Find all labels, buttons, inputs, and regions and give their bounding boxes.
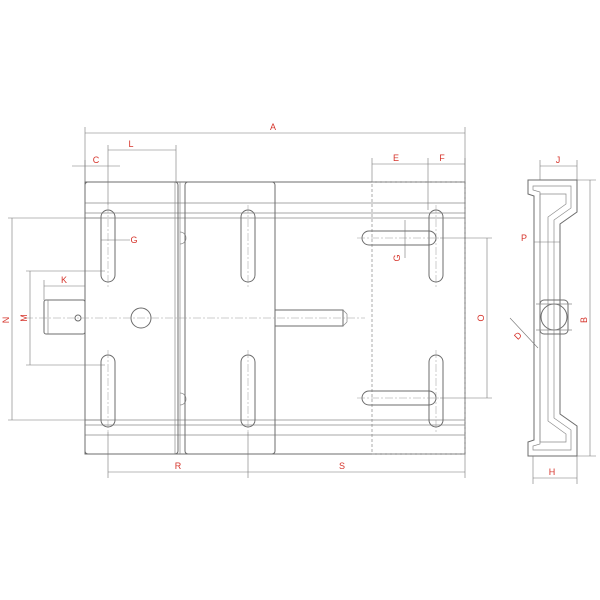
label-G-right: G <box>392 254 402 261</box>
label-B: B <box>579 317 589 323</box>
label-F: F <box>439 153 445 163</box>
label-R: R <box>175 461 182 471</box>
dimension-lines <box>8 127 596 484</box>
dimension-labels: A L C E F G G K M N O R S J H B P D <box>1 122 589 477</box>
label-O: O <box>476 314 486 321</box>
label-H: H <box>549 467 556 477</box>
label-J: J <box>556 155 561 165</box>
label-L: L <box>128 139 133 149</box>
front-view <box>25 181 466 455</box>
side-fitting <box>539 299 569 335</box>
label-K: K <box>61 275 67 285</box>
label-M: M <box>19 314 29 322</box>
label-N: N <box>1 317 11 324</box>
end-plate <box>371 181 466 455</box>
label-E: E <box>393 153 399 163</box>
adjustment-knob <box>43 299 86 335</box>
label-C: C <box>93 155 100 165</box>
side-profile-outer <box>527 179 578 457</box>
label-A: A <box>270 122 276 132</box>
label-G-left: G <box>130 235 137 245</box>
label-S: S <box>339 461 345 471</box>
label-P: P <box>521 233 527 243</box>
side-view <box>527 179 578 457</box>
